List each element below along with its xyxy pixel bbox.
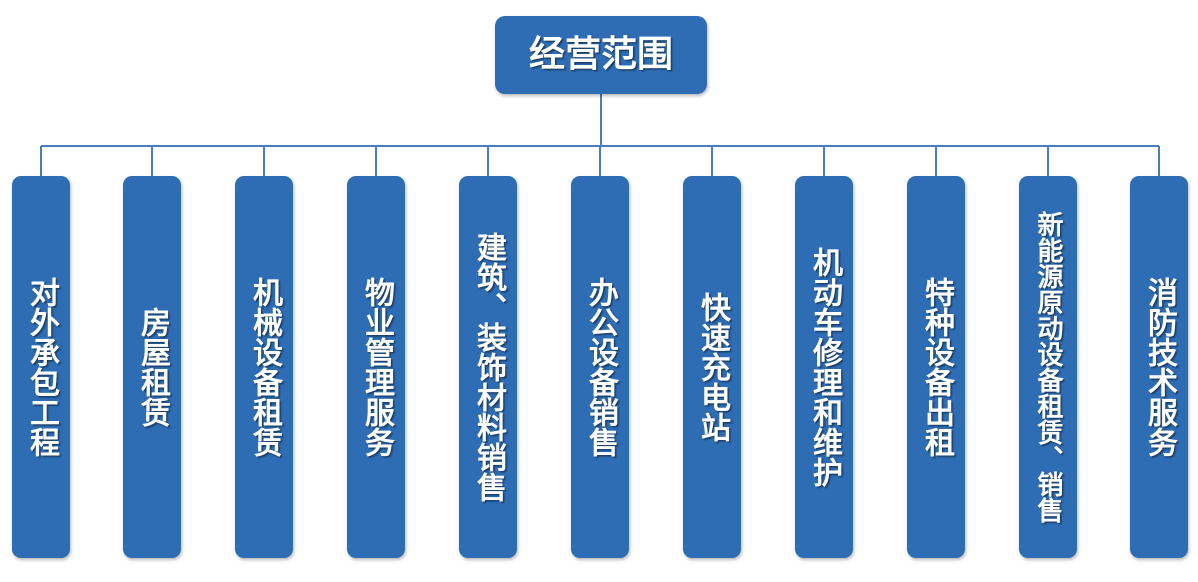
node-child-1[interactable]: 对外承包工程 [12,176,70,558]
node-child-1-label: 对外承包工程 [24,277,59,457]
node-child-4-label: 物业管理服务 [359,277,394,457]
node-child-3-label: 机械设备租赁 [247,277,282,457]
node-child-2[interactable]: 房屋租赁 [123,176,181,558]
node-child-5-label: 建筑、装饰材料销售 [471,232,506,502]
node-child-7-label: 快速充电站 [695,292,730,442]
node-child-9-label: 特种设备出租 [919,277,954,457]
node-root[interactable]: 经营范围 [495,16,707,94]
node-child-8[interactable]: 机动车修理和维护 [795,176,853,558]
node-child-11[interactable]: 消防技术服务 [1130,176,1188,558]
node-child-5[interactable]: 建筑、装饰材料销售 [459,176,517,558]
node-child-2-label: 房屋租赁 [135,307,170,427]
node-child-4[interactable]: 物业管理服务 [347,176,405,558]
node-child-11-label: 消防技术服务 [1142,277,1177,457]
node-child-7[interactable]: 快速充电站 [683,176,741,558]
node-root-label: 经营范围 [528,34,673,75]
node-child-3[interactable]: 机械设备租赁 [235,176,293,558]
node-child-10-label: 新能源原动设备租赁、销售 [1033,211,1063,523]
node-child-8-label: 机动车修理和维护 [807,247,842,487]
node-child-6[interactable]: 办公设备销售 [571,176,629,558]
node-child-6-label: 办公设备销售 [583,277,618,457]
node-child-9[interactable]: 特种设备出租 [907,176,965,558]
node-child-10[interactable]: 新能源原动设备租赁、销售 [1019,176,1077,558]
